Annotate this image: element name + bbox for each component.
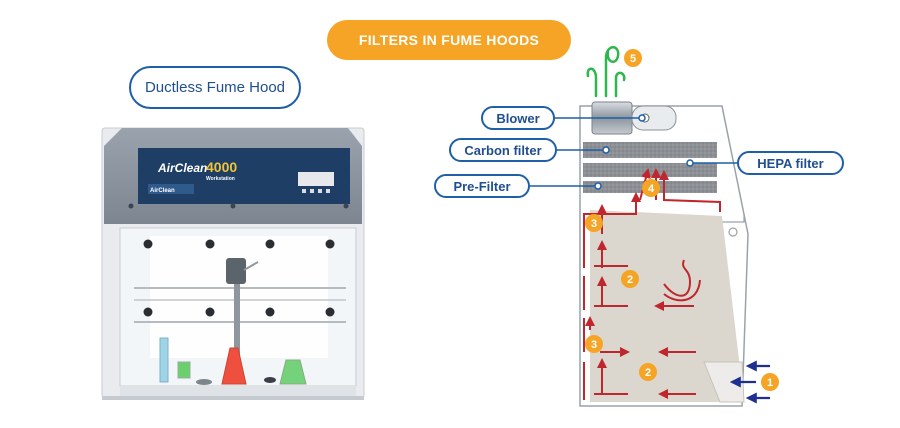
- step-badge-4: 4: [642, 179, 660, 197]
- step-badge-3-upper: 3: [585, 214, 603, 232]
- step-badge-2-lower: 2: [639, 363, 657, 381]
- step-badge-2-upper: 2: [621, 270, 639, 288]
- hepa-filter-label: HEPA filter: [737, 151, 844, 175]
- model-sub-text: Workstation: [206, 176, 235, 182]
- panel-badge-text: AirClean: [150, 188, 175, 194]
- exhaust-icon: [586, 46, 626, 98]
- model-logo-text: 4000: [206, 159, 237, 175]
- svg-text:2: 2: [627, 274, 633, 286]
- pre-filter-label: Pre-Filter: [434, 174, 530, 198]
- fume-hood-product-image: AirClean 4000 Workstation AirClean: [101, 127, 365, 400]
- page-title: FILTERS IN FUME HOODS: [327, 20, 571, 60]
- step-badge-3-lower: 3: [585, 335, 603, 353]
- svg-text:3: 3: [591, 339, 597, 351]
- svg-text:3: 3: [591, 218, 597, 230]
- step-badge-5: 5: [624, 49, 642, 67]
- blower-label: Blower: [481, 106, 555, 130]
- carbon-filter-label: Carbon filter: [449, 138, 557, 162]
- svg-text:5: 5: [630, 53, 636, 65]
- intake-arrows: [729, 360, 770, 404]
- hepa-filter-bed: [583, 163, 717, 177]
- step-badge-1: 1: [761, 373, 779, 391]
- label-connectors: [530, 114, 738, 190]
- carbon-filter-bed: [583, 142, 717, 158]
- ductless-fume-hood-caption: Ductless Fume Hood: [129, 66, 301, 109]
- svg-text:4: 4: [648, 183, 655, 195]
- control-display: [298, 172, 334, 186]
- svg-text:2: 2: [645, 367, 651, 379]
- svg-text:1: 1: [767, 377, 773, 389]
- brand-logo-text: AirClean: [157, 161, 207, 175]
- airflow-arrows: [583, 168, 721, 400]
